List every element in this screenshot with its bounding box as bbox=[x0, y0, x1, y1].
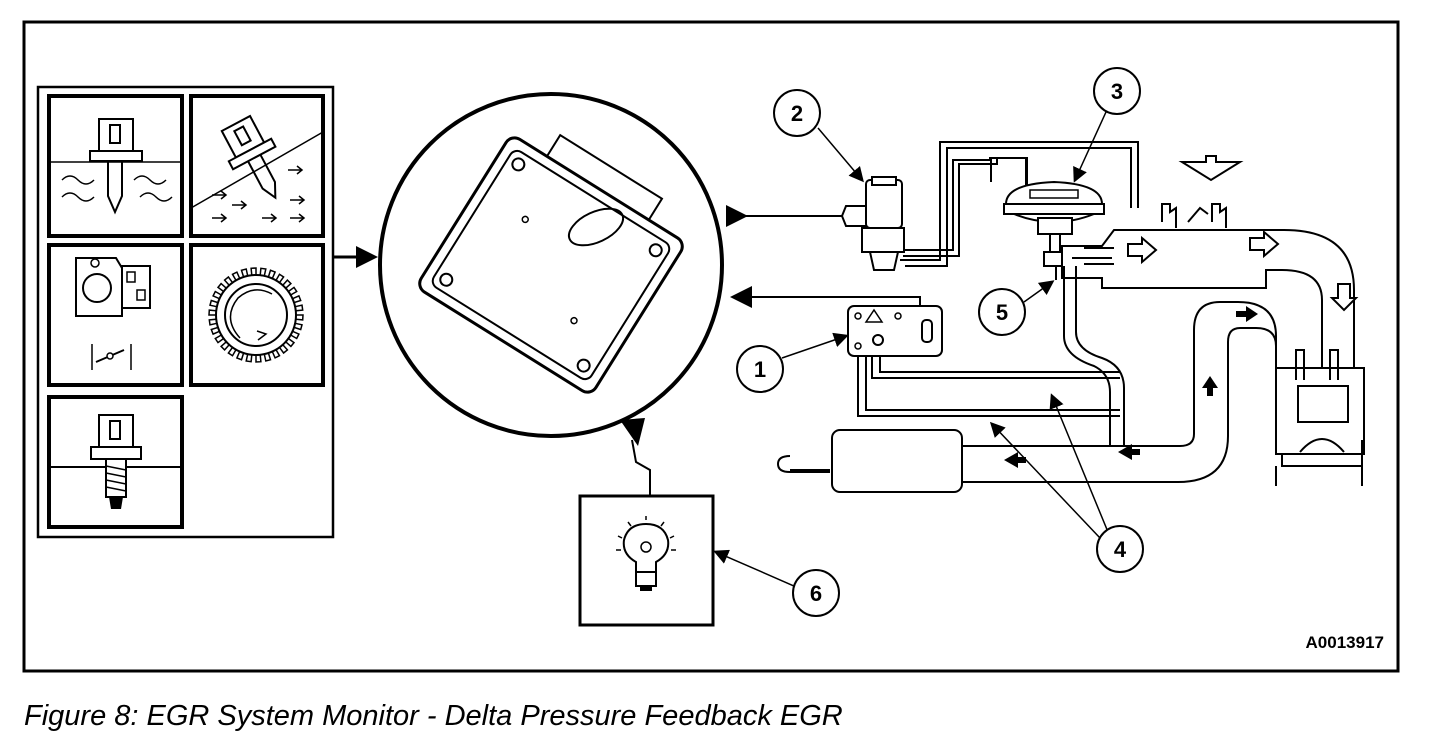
callout-4: 4 bbox=[989, 393, 1144, 573]
tone-wheel-tooth bbox=[291, 294, 302, 304]
sensor-input-arrow bbox=[333, 246, 378, 268]
pcm-module bbox=[378, 92, 724, 438]
tone-wheel-tooth bbox=[293, 322, 303, 331]
tone-wheel-tooth bbox=[231, 271, 241, 282]
dpfe-feedback-arrow bbox=[730, 286, 921, 308]
tone-wheel-tooth bbox=[271, 348, 281, 359]
callout-6: 6 bbox=[713, 549, 840, 617]
tone-wheel-tooth bbox=[245, 353, 253, 363]
tone-wheel-tooth bbox=[284, 337, 296, 348]
callout-2-label: 2 bbox=[791, 101, 803, 126]
tone-wheel-tooth bbox=[255, 354, 262, 363]
tone-wheel-tooth bbox=[295, 314, 304, 321]
muffler bbox=[831, 429, 963, 493]
figure-code: A0013917 bbox=[1306, 633, 1384, 652]
tone-wheel-tooth bbox=[214, 333, 225, 344]
dpfe-sensor bbox=[847, 305, 1120, 417]
tone-wheel-tooth bbox=[212, 290, 223, 300]
tone-wheel-tooth bbox=[210, 326, 221, 336]
sensor-panel bbox=[36, 85, 335, 539]
tone-wheel-tooth bbox=[227, 346, 238, 357]
tone-wheel-tooth bbox=[259, 267, 267, 277]
tone-wheel-tooth bbox=[235, 350, 245, 361]
mil-output-arrow bbox=[620, 418, 651, 497]
callout-2: 2 bbox=[773, 89, 864, 183]
exhaust-pipe bbox=[776, 257, 1277, 483]
callout-3-label: 3 bbox=[1111, 79, 1123, 104]
mil-lamp bbox=[578, 494, 715, 627]
callout-5-label: 5 bbox=[996, 300, 1008, 325]
outer-frame bbox=[22, 20, 1400, 673]
callout-4-label: 4 bbox=[1114, 537, 1127, 562]
tone-wheel-tooth bbox=[250, 267, 257, 276]
crankshaft-sensor-icon bbox=[189, 243, 325, 387]
tone-wheel-tooth bbox=[267, 269, 277, 280]
tone-wheel-tooth bbox=[287, 286, 298, 297]
callout-1-label: 1 bbox=[754, 357, 766, 382]
callout-1: 1 bbox=[736, 332, 849, 393]
tone-wheel-tooth bbox=[208, 309, 217, 316]
vacuum-hoses bbox=[900, 141, 1139, 267]
tone-wheel-tooth bbox=[294, 304, 304, 312]
tone-wheel-tooth bbox=[220, 340, 231, 351]
callout-6-label: 6 bbox=[810, 581, 822, 606]
callout-3: 3 bbox=[1073, 67, 1141, 183]
tone-wheel-tooth bbox=[240, 268, 249, 278]
figure-caption: Figure 8: EGR System Monitor - Delta Pre… bbox=[24, 700, 843, 732]
intake-manifold bbox=[1061, 155, 1359, 381]
tone-wheel-tooth bbox=[289, 330, 300, 340]
tone-wheel-tooth bbox=[209, 299, 219, 308]
tone-wheel-tooth bbox=[208, 318, 218, 326]
tone-wheel-tooth bbox=[263, 352, 272, 362]
engine-block bbox=[1275, 349, 1365, 486]
pcm-output-arrow bbox=[726, 205, 845, 227]
tone-wheel-tooth bbox=[281, 279, 292, 290]
callout-5: 5 bbox=[978, 280, 1055, 336]
coolant-temp-sensor-icon bbox=[47, 94, 184, 238]
evr-solenoid bbox=[840, 176, 905, 271]
tone-wheel-tooth bbox=[274, 273, 285, 284]
throttle-position-sensor-icon bbox=[47, 243, 184, 387]
exhaust-flow-arrows bbox=[1004, 306, 1258, 468]
threaded-sensor-icon bbox=[47, 395, 184, 529]
tone-wheel-tooth bbox=[216, 282, 228, 293]
tone-wheel-tooth bbox=[278, 343, 289, 355]
light-bulb-icon bbox=[616, 516, 676, 591]
air-temp-sensor-icon bbox=[189, 94, 325, 238]
tone-wheel-tooth bbox=[223, 275, 234, 287]
